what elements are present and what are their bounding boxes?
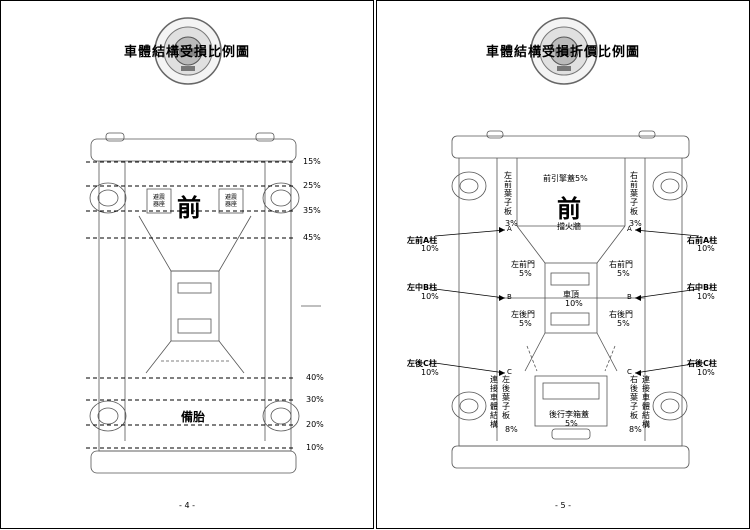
marker-b-left: B	[507, 293, 512, 301]
marker-a-right: A	[627, 225, 632, 233]
right-fender-percent: 3%	[629, 219, 642, 228]
damage-percent-label: 10%	[306, 443, 324, 452]
marker-c-left: C	[507, 368, 512, 376]
page-number: - 4 -	[179, 501, 195, 510]
trunk-label: 後行李箱蓋	[549, 410, 589, 419]
association-seal-icon	[530, 17, 598, 85]
page-title: 車體結構受損折價比例圖	[485, 45, 640, 60]
firewall-label: 擋火牆	[557, 222, 581, 231]
left-rear-weld-label: 連接車體結構	[490, 375, 498, 429]
hood-label: 前引擎蓋5%	[543, 174, 588, 183]
pillar-b-right-label: 右中B柱	[687, 283, 718, 292]
right-rear-percent: 8%	[629, 425, 642, 434]
marker-a-left: A	[507, 225, 512, 233]
roof-label: 車頂	[563, 290, 579, 299]
pillar-c-left-percent: 10%	[421, 368, 439, 377]
damage-percent-label: 25%	[303, 181, 321, 190]
left-rear-fender-label: 左後葉子板	[502, 375, 510, 420]
spare-tire-label: 備胎	[181, 410, 206, 424]
shock-mount-label: 避震器座	[224, 194, 237, 208]
pillar-b-left-label: 左中B柱	[407, 283, 438, 292]
damage-percent-label: 15%	[303, 157, 321, 166]
page-4: 車體結構受損比例圖	[0, 0, 374, 529]
pillar-a-right-label: 右前A柱	[687, 236, 718, 245]
left-rear-percent: 8%	[505, 425, 518, 434]
right-front-door-label: 右前門	[609, 260, 633, 269]
marker-c-right: C	[627, 368, 632, 376]
left-rear-door-percent: 5%	[519, 319, 532, 328]
damage-percent-label: 45%	[303, 233, 321, 242]
right-rear-door-label: 右後門	[609, 310, 633, 319]
pillar-a-left-percent: 10%	[421, 244, 439, 253]
right-rear-weld-label: 連接車體結構	[642, 375, 650, 429]
damage-percent-label: 30%	[306, 395, 324, 404]
left-fender-percent: 3%	[505, 219, 518, 228]
left-front-door-label: 左前門	[511, 260, 535, 269]
damage-percent-label: 35%	[303, 206, 321, 215]
marker-b-right: B	[627, 293, 632, 301]
pillar-b-right-percent: 10%	[697, 292, 715, 301]
front-label: 前	[177, 194, 201, 222]
page-5: 車體結構受損折價比例圖	[376, 0, 750, 529]
pillar-c-right-percent: 10%	[697, 368, 715, 377]
car-body-diagram	[434, 130, 700, 469]
damage-percent-label: 40%	[306, 373, 324, 382]
pillar-a-left-label: 左前A柱	[407, 236, 438, 245]
front-label: 前	[557, 195, 581, 223]
association-seal-icon	[154, 17, 222, 85]
trunk-percent: 5%	[565, 419, 578, 428]
left-front-door-percent: 5%	[519, 269, 532, 278]
pillar-c-left-label: 左後C柱	[407, 359, 437, 368]
right-fender-label: 右前葉子板	[630, 171, 638, 216]
right-front-door-percent: 5%	[617, 269, 630, 278]
left-fender-label: 左前葉子板	[504, 171, 512, 216]
damage-percent-label: 20%	[306, 420, 324, 429]
shock-mount-label: 避震器座	[152, 194, 165, 208]
pillar-a-right-percent: 10%	[697, 244, 715, 253]
right-rear-fender-label: 右後葉子板	[630, 375, 638, 420]
car-frame-diagram	[86, 132, 321, 474]
pillar-b-left-percent: 10%	[421, 292, 439, 301]
left-rear-door-label: 左後門	[511, 310, 535, 319]
right-rear-door-percent: 5%	[617, 319, 630, 328]
roof-percent: 10%	[565, 299, 583, 308]
page-number: - 5 -	[555, 501, 571, 510]
page-title: 車體結構受損比例圖	[123, 45, 250, 60]
pillar-c-right-label: 右後C柱	[687, 359, 717, 368]
